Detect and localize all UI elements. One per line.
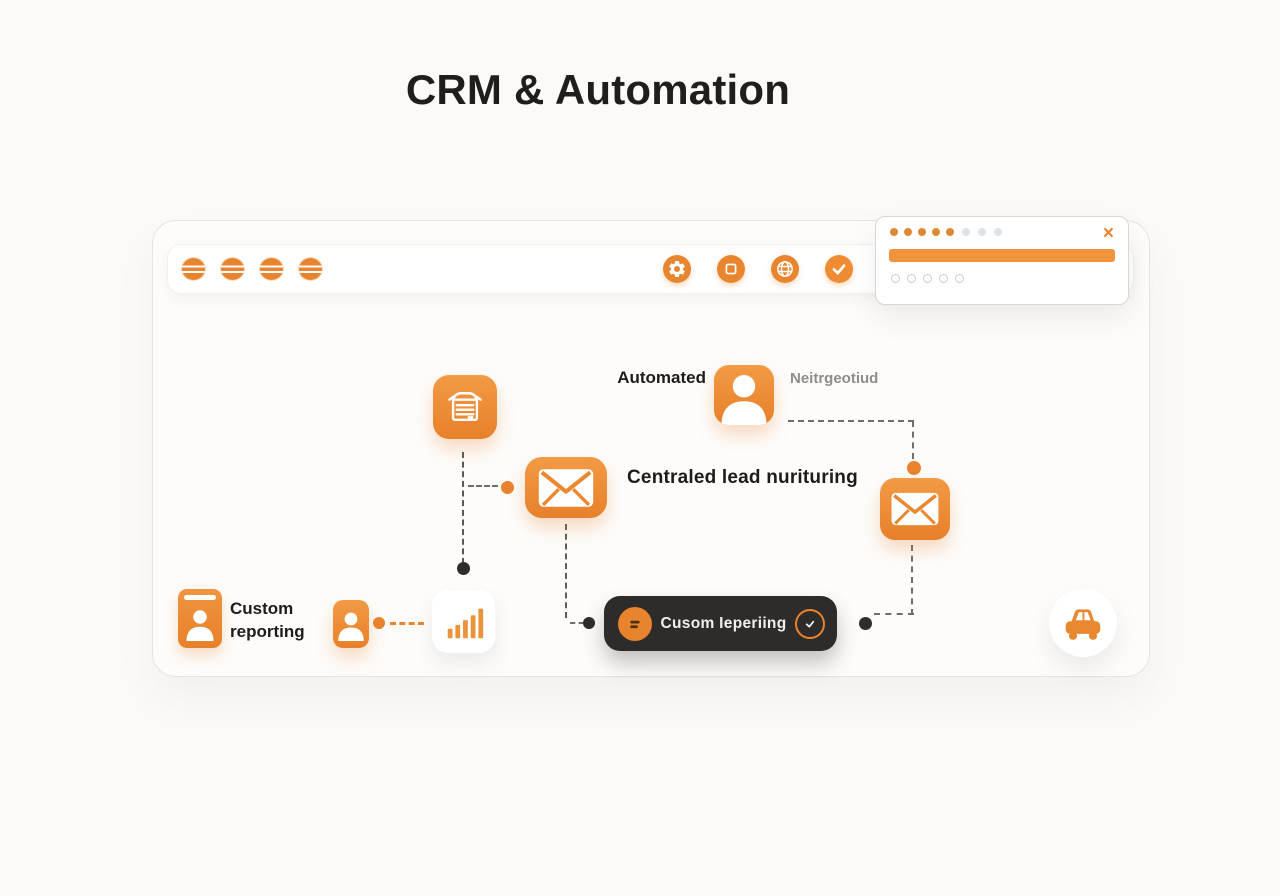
connector-dot-dark	[457, 562, 470, 575]
contact-avatar-icon	[714, 365, 774, 425]
outline-dot	[891, 274, 900, 283]
nurturing-label: Centraled lead nurituring	[627, 467, 858, 488]
outline-dot	[907, 274, 916, 283]
connector-mailleft-down	[565, 524, 567, 618]
empty-dots	[962, 228, 1002, 236]
connector-dot-orange	[501, 481, 514, 494]
connector-avatar-to-chart	[390, 622, 424, 625]
filled-dots	[890, 228, 954, 236]
button-label: Cusom Ieperiing	[660, 614, 787, 632]
custom-reporting-button[interactable]: Cusom Ieperiing	[604, 596, 837, 651]
printer-icon	[433, 375, 497, 439]
automated-label: Automated	[617, 368, 706, 387]
connector-avatar-down	[912, 421, 914, 459]
connector-dot-dark	[859, 617, 872, 630]
frame-icon[interactable]	[717, 255, 745, 283]
empty-dot	[962, 228, 970, 236]
toolbar-actions	[663, 255, 853, 283]
connector-dot-orange	[373, 617, 385, 629]
empty-dot	[978, 228, 986, 236]
connector-to-button-right	[874, 613, 914, 615]
striped-menu-icon	[221, 258, 244, 280]
connector-dot-orange	[907, 461, 921, 475]
card-bar	[184, 595, 216, 600]
outline-dot	[955, 274, 964, 283]
toolbar-menu-circles[interactable]	[182, 258, 322, 280]
filled-dot	[918, 228, 926, 236]
custom-reporting-label: Custom reporting	[230, 599, 305, 641]
connector-printer-to-mail	[468, 485, 498, 487]
outline-dot	[939, 274, 948, 283]
empty-dot	[994, 228, 1002, 236]
progress-bar	[889, 249, 1115, 262]
connector-dot-dark	[583, 617, 595, 629]
button-badge-icon	[618, 606, 652, 641]
striped-menu-icon	[182, 258, 205, 280]
striped-menu-icon	[260, 258, 283, 280]
car-icon[interactable]	[1049, 589, 1117, 657]
check-circle-icon	[795, 608, 825, 639]
filled-dot	[946, 228, 954, 236]
filled-dot	[890, 228, 898, 236]
connector-to-button-left	[570, 622, 584, 624]
progress-dots	[890, 228, 1002, 236]
striped-menu-icon	[299, 258, 322, 280]
close-icon[interactable]: ×	[1099, 220, 1118, 247]
recipient-label: Neitrgeotiud	[790, 370, 879, 387]
filled-dot	[904, 228, 912, 236]
contact-card-icon	[178, 589, 222, 648]
connector-printer-down	[462, 452, 464, 564]
outline-dot	[923, 274, 932, 283]
connector-mail-down	[911, 545, 913, 615]
bar-chart-icon	[432, 590, 495, 653]
check-icon[interactable]	[825, 255, 853, 283]
globe-icon[interactable]	[771, 255, 799, 283]
email-icon	[880, 478, 950, 540]
notification-popup: ×	[875, 216, 1129, 305]
gear-icon[interactable]	[663, 255, 691, 283]
page-title: CRM & Automation	[405, 66, 791, 113]
email-icon	[525, 457, 607, 518]
user-avatar-icon	[333, 600, 369, 648]
footer-dots	[891, 274, 964, 283]
connector-avatar-right	[788, 420, 914, 422]
filled-dot	[932, 228, 940, 236]
